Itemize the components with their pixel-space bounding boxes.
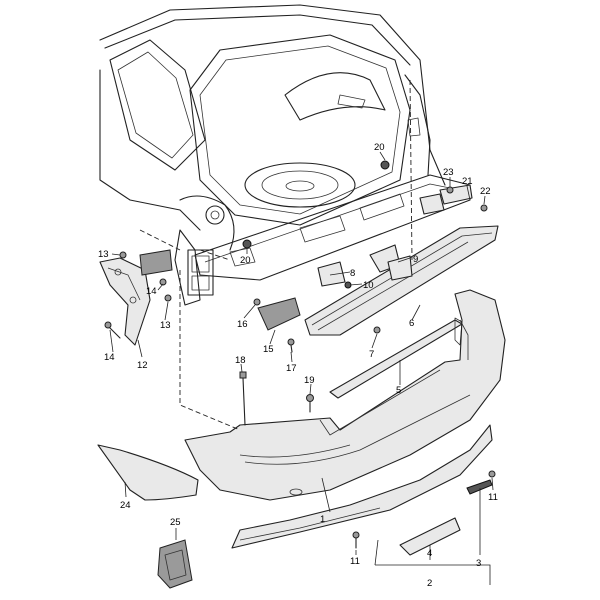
callout-7: 7 xyxy=(369,349,374,360)
callout-14a: 14 xyxy=(146,286,157,297)
absorber-mounts xyxy=(317,184,473,287)
callout-5: 5 xyxy=(396,385,401,396)
callout-21: 21 xyxy=(462,176,473,187)
leader-lines xyxy=(109,151,494,585)
vehicle-body xyxy=(99,4,471,306)
callout-11a: 11 xyxy=(488,492,498,503)
callout-9: 9 xyxy=(413,254,418,265)
callout-10: 10 xyxy=(363,280,374,291)
callout-22: 22 xyxy=(480,186,491,197)
callout-17: 17 xyxy=(286,363,297,374)
wheel-arch-liner xyxy=(97,444,199,501)
callout-1: 1 xyxy=(320,514,325,525)
bumper-carrier xyxy=(304,225,499,336)
lower-spoiler xyxy=(231,424,493,556)
left-bracket xyxy=(99,249,301,346)
callout-8: 8 xyxy=(350,268,355,279)
fasteners xyxy=(104,160,496,549)
alignment-lines xyxy=(139,79,413,431)
callout-20a: 20 xyxy=(240,255,251,266)
callout-4: 4 xyxy=(427,548,432,559)
callout-16: 16 xyxy=(237,319,248,330)
callout-19: 19 xyxy=(304,375,315,386)
callout-labels: 1 2 3 4 5 6 7 8 9 10 11 11 12 13 13 14 1… xyxy=(98,142,498,589)
callout-2: 2 xyxy=(427,578,432,589)
callout-23: 23 xyxy=(443,167,454,178)
mud-flap xyxy=(157,539,193,589)
callout-3: 3 xyxy=(476,558,481,569)
callout-12: 12 xyxy=(137,360,148,371)
callout-18: 18 xyxy=(235,355,246,366)
callout-15: 15 xyxy=(263,344,274,355)
bumper-cover xyxy=(184,289,506,501)
callout-14b: 14 xyxy=(104,352,115,363)
callout-20b: 20 xyxy=(374,142,385,153)
callout-13b: 13 xyxy=(160,320,171,331)
callout-6: 6 xyxy=(409,318,414,329)
callout-13a: 13 xyxy=(98,249,109,260)
callout-11b: 11 xyxy=(350,556,360,567)
callout-24: 24 xyxy=(120,500,131,511)
callout-25: 25 xyxy=(170,517,181,528)
